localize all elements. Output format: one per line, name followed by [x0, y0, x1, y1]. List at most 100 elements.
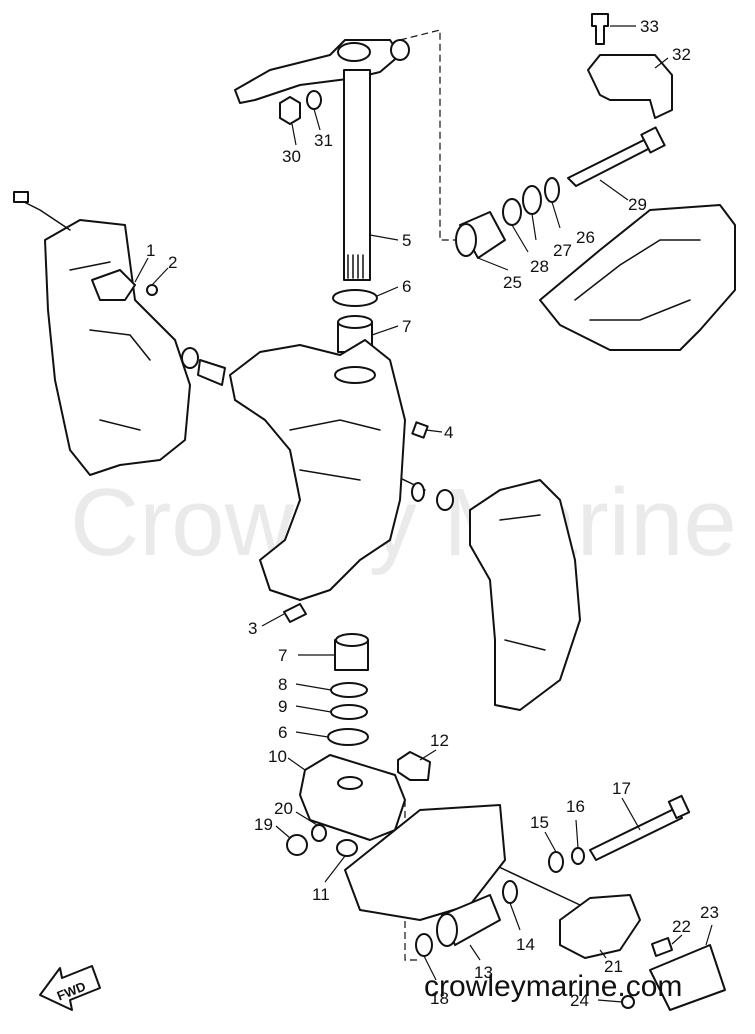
washer-14: [502, 880, 518, 904]
swivel-bracket: [229, 339, 406, 601]
callout-2: 2: [168, 253, 177, 272]
mount-bracket-casting: [539, 204, 736, 351]
callout-10: 10: [268, 747, 287, 766]
lower-unit-housing: [344, 804, 506, 921]
leader-26: [551, 201, 561, 229]
leader-2: [151, 267, 169, 286]
bolt-head-29: [640, 126, 666, 154]
leader-24: [597, 999, 623, 1003]
swivel-bracket-detail: [289, 419, 381, 481]
callout-7-lower: 7: [278, 646, 287, 665]
leader-12: [419, 749, 437, 761]
steering-arm-pin: [390, 39, 410, 61]
cover-23: [649, 944, 726, 1011]
callout-18: 18: [430, 989, 449, 1008]
bracket-21: [559, 894, 641, 959]
footer-url: crowleymarine.com: [424, 970, 682, 1003]
leader-31: [313, 108, 321, 131]
leader-6-upper: [376, 286, 399, 297]
leader-23: [705, 924, 713, 946]
washer-27: [522, 185, 542, 215]
screw-2: [146, 284, 158, 296]
rubber-mount-end-13: [436, 913, 458, 947]
leader-14: [509, 902, 521, 931]
bolt-17: [589, 807, 683, 861]
clamp-bracket-right-detail: [499, 514, 546, 651]
bolt-head-17: [667, 794, 691, 820]
callout-33: 33: [640, 17, 659, 36]
callout-5: 5: [402, 231, 411, 250]
callout-25: 25: [503, 273, 522, 292]
shaft-splines: [347, 254, 364, 279]
nut-16: [571, 847, 585, 865]
callout-11: 11: [312, 885, 330, 904]
callout-27: 27: [553, 241, 572, 260]
washer-31: [306, 90, 322, 110]
nut-30: [279, 96, 301, 125]
tilt-tube-bushing-right: [411, 482, 425, 502]
leader-32: [654, 57, 669, 69]
leader-19: [275, 825, 291, 839]
callout-8: 8: [278, 675, 287, 694]
washer-15: [548, 851, 564, 873]
leader-29: [599, 179, 629, 201]
bushing-7-upper-top: [337, 315, 373, 329]
leader-18: [423, 955, 437, 981]
callout-6-upper: 6: [402, 277, 411, 296]
leader-3: [261, 613, 285, 627]
callout-7-upper: 7: [402, 317, 411, 336]
callout-6-lower: 6: [278, 723, 287, 742]
steering-arm-boss: [337, 42, 371, 62]
casting-detail: [574, 239, 701, 321]
mount-rubber-end-25: [455, 223, 477, 257]
callout-9: 9: [278, 697, 287, 716]
tilt-tube-washer-left: [181, 347, 199, 369]
leader-7-upper: [371, 325, 399, 336]
washer-6-upper: [332, 289, 378, 307]
leader-11: [324, 855, 346, 883]
washer-18: [415, 933, 433, 957]
callout-22: 22: [672, 917, 691, 936]
callout-14: 14: [516, 935, 535, 954]
screw-3: [283, 603, 307, 623]
housing-bore: [337, 776, 363, 790]
cable-end: [13, 191, 29, 203]
callout-29: 29: [628, 195, 647, 214]
leader-9: [295, 705, 332, 713]
callout-17: 17: [612, 779, 631, 798]
washer-26: [544, 177, 560, 203]
leader-13: [469, 944, 481, 961]
callout-24: 24: [570, 991, 589, 1010]
tilt-tube-bushing-left: [197, 359, 226, 386]
callout-30: 30: [282, 147, 301, 166]
callout-28: 28: [530, 257, 549, 276]
callout-26: 26: [576, 228, 595, 247]
leader-4: [425, 429, 443, 433]
tilt-lever-1: [91, 269, 136, 301]
watermark: Crowley Marine: [70, 469, 737, 576]
cable: [19, 199, 71, 231]
leader-28: [511, 224, 529, 253]
callout-19: 19: [254, 815, 273, 834]
o-ring-8: [330, 682, 368, 698]
callout-20: 20: [274, 799, 293, 818]
leader-16: [575, 819, 579, 849]
leader-5: [369, 234, 399, 241]
leader-6-lower: [295, 731, 329, 738]
washer-20: [311, 824, 327, 842]
cap-nut-19: [286, 834, 308, 856]
washer-28: [502, 198, 522, 226]
clamp-bracket-left: [44, 219, 191, 476]
callout-12: 12: [430, 731, 449, 750]
fwd-arrow-icon: FWD: [39, 965, 101, 1011]
callout-31: 31: [314, 131, 333, 150]
callout-13: 13: [474, 963, 493, 982]
callout-1: 1: [146, 241, 155, 260]
leader-10: [287, 757, 306, 771]
leader-17: [621, 797, 641, 831]
bolt-33: [591, 13, 609, 45]
swivel-bracket-bore: [334, 366, 376, 384]
callout-16: 16: [566, 797, 585, 816]
